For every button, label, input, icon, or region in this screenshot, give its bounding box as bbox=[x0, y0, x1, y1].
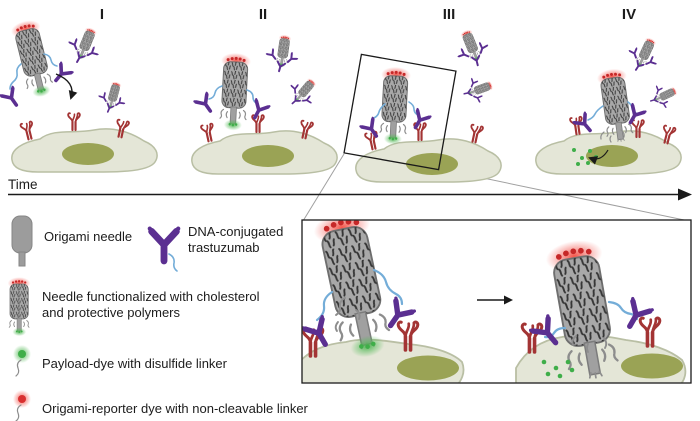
inset-connector-left bbox=[302, 153, 345, 222]
legend-item-dna-trastuzumab: DNA-conjugated trastuzumab bbox=[150, 224, 283, 272]
timeline-label: Time bbox=[8, 177, 38, 192]
legend-item-reporter-dye: Origami-reporter dye with non-cleavable … bbox=[13, 390, 309, 421]
inset-released-payload-dots bbox=[541, 359, 575, 379]
panel-label-2: II bbox=[259, 6, 267, 23]
legend-item-origami-needle: Origami needle bbox=[11, 215, 132, 267]
legend-reporter-label: Origami-reporter dye with non-cleavable … bbox=[42, 401, 309, 416]
payload-dye-icon bbox=[18, 350, 26, 358]
big-needle-2 bbox=[217, 52, 251, 131]
legend-functionalized-line2: and protective polymers bbox=[42, 305, 181, 320]
reporter-dye-icon bbox=[18, 395, 26, 403]
panel-label-4: IV bbox=[622, 6, 636, 23]
legend: Origami needle DNA-conjugated trastuzuma… bbox=[8, 215, 309, 421]
legend-payload-label: Payload-dye with disulfide linker bbox=[42, 356, 228, 371]
release-arrow bbox=[588, 149, 609, 165]
timeline: Time bbox=[8, 177, 692, 201]
legend-item-payload-dye: Payload-dye with disulfide linker bbox=[13, 345, 228, 377]
zoom-selection-box bbox=[343, 53, 457, 171]
approach-arrow bbox=[55, 73, 78, 100]
panel-label-3: III bbox=[443, 6, 456, 23]
panel-2-scene bbox=[191, 33, 338, 175]
inset-frame bbox=[301, 219, 692, 384]
timeline-arrowhead bbox=[678, 188, 692, 201]
legend-item-functionalized-needle: Needle functionalized with cholesterol a… bbox=[8, 277, 260, 336]
panel-labels: I II III IV bbox=[100, 6, 636, 23]
panel-1-scene bbox=[0, 18, 158, 173]
zoom-inset bbox=[301, 219, 692, 384]
panel-label-1: I bbox=[100, 6, 104, 23]
plain-needle-icon bbox=[11, 215, 33, 254]
legend-trastuzumab-line1: DNA-conjugated bbox=[188, 224, 283, 239]
legend-functionalized-line1: Needle functionalized with cholesterol bbox=[42, 289, 260, 304]
legend-origami-needle-label: Origami needle bbox=[44, 229, 132, 244]
legend-trastuzumab-line2: trastuzumab bbox=[188, 240, 260, 255]
panel-4-scene bbox=[535, 32, 682, 175]
